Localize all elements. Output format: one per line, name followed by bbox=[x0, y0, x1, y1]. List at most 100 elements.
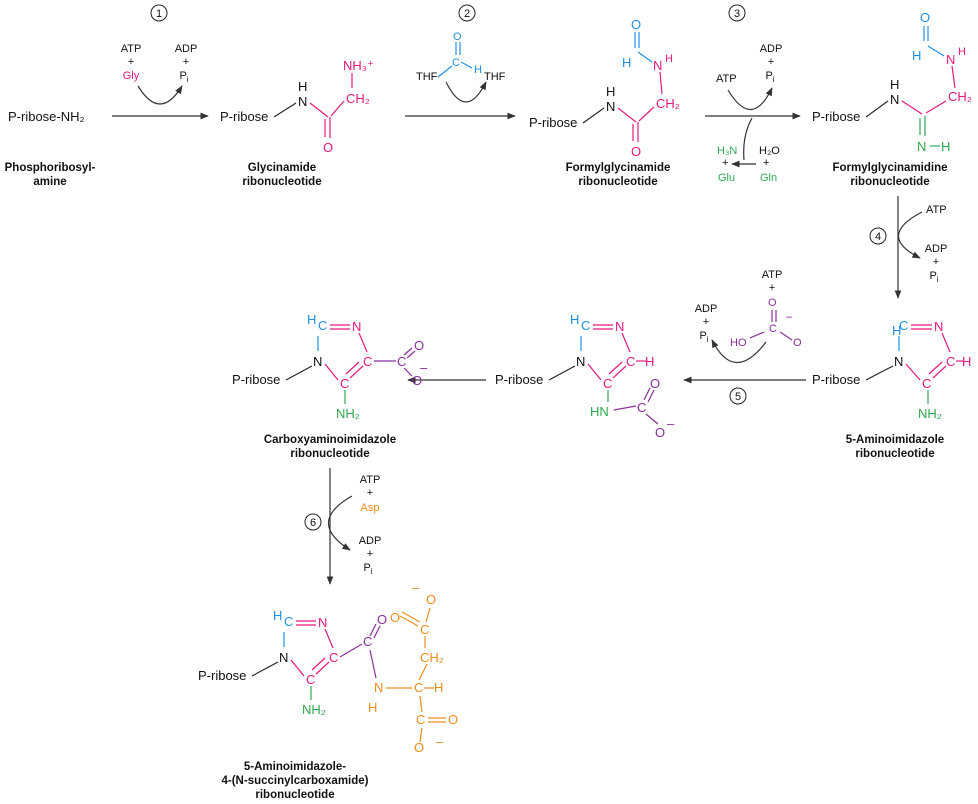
svg-text:C: C bbox=[581, 318, 590, 333]
svg-text:+: + bbox=[769, 282, 775, 294]
step-4-marker: 4 bbox=[869, 227, 887, 245]
svg-text:H: H bbox=[434, 680, 443, 695]
svg-text:C: C bbox=[318, 318, 327, 333]
reaction-4-arrow: ATP ADP + Pi bbox=[894, 196, 948, 299]
svg-text:C: C bbox=[416, 712, 425, 727]
formylglycinamide-ribonucleotide: P-ribose H N O CH₂ N H H O Formylglycina… bbox=[529, 17, 680, 188]
svg-text:H: H bbox=[912, 48, 921, 63]
svg-text:–: – bbox=[420, 360, 428, 375]
svg-text:NH₃⁺: NH₃⁺ bbox=[343, 58, 374, 73]
svg-text:H: H bbox=[962, 354, 971, 369]
svg-text:Glu: Glu bbox=[718, 172, 735, 184]
svg-text:C: C bbox=[637, 400, 646, 415]
carboxyaminoimidazole-ribonucleotide: P-ribose N H C N C C O O – C NH₂ Carboxy… bbox=[232, 312, 428, 460]
step-3-marker: 3 bbox=[728, 4, 746, 22]
name-line: ribonucleotide bbox=[855, 448, 934, 460]
svg-text:ATP: ATP bbox=[716, 73, 737, 85]
svg-text:O: O bbox=[414, 338, 424, 353]
svg-text:O: O bbox=[414, 740, 424, 755]
svg-text:P-ribose: P-ribose bbox=[198, 668, 246, 683]
svg-text:H: H bbox=[606, 84, 615, 99]
reaction-2-arrow: THF C O H THF bbox=[405, 31, 516, 120]
svg-text:C: C bbox=[306, 672, 315, 687]
svg-text:ATP: ATP bbox=[926, 204, 947, 216]
svg-text:C: C bbox=[284, 614, 293, 629]
svg-text:O: O bbox=[453, 31, 462, 43]
svg-text:–: – bbox=[436, 734, 444, 749]
svg-text:NH₂: NH₂ bbox=[918, 406, 942, 421]
svg-text:O: O bbox=[793, 337, 802, 349]
svg-text:O: O bbox=[920, 10, 930, 25]
svg-text:C: C bbox=[363, 634, 372, 649]
svg-text:CH₂: CH₂ bbox=[948, 89, 972, 104]
svg-text:C: C bbox=[420, 622, 429, 637]
step-5-marker: 5 bbox=[729, 387, 747, 405]
svg-text:P-ribose: P-ribose bbox=[812, 109, 860, 124]
svg-text:O: O bbox=[768, 297, 777, 309]
svg-text:C: C bbox=[397, 354, 406, 369]
svg-text:CH₂: CH₂ bbox=[346, 91, 370, 106]
svg-text:CH₂: CH₂ bbox=[656, 96, 680, 111]
svg-text:O: O bbox=[655, 425, 665, 440]
svg-text:H: H bbox=[892, 323, 901, 338]
svg-text:C: C bbox=[946, 354, 955, 369]
svg-text:H: H bbox=[298, 79, 307, 94]
svg-text:C: C bbox=[899, 318, 908, 333]
svg-text:O: O bbox=[426, 592, 436, 607]
svg-text:–: – bbox=[786, 311, 793, 323]
svg-text:+: + bbox=[703, 316, 709, 328]
svg-text:O: O bbox=[412, 373, 422, 388]
svg-text:Gly: Gly bbox=[123, 70, 140, 82]
svg-text:H: H bbox=[941, 139, 950, 154]
svg-text:–: – bbox=[412, 580, 420, 595]
svg-text:H: H bbox=[645, 354, 654, 369]
svg-text:Pi: Pi bbox=[179, 70, 188, 84]
svg-text:C: C bbox=[769, 323, 777, 335]
reaction-3-arrow: ATP ADP + Pi H₃N + Glu H₂O + Gln bbox=[705, 43, 801, 184]
svg-text:Pi: Pi bbox=[363, 562, 372, 576]
svg-text:6: 6 bbox=[310, 517, 316, 529]
svg-text:H₂O: H₂O bbox=[759, 145, 780, 157]
svg-text:H: H bbox=[958, 46, 966, 58]
svg-text:C: C bbox=[452, 57, 460, 69]
svg-text:H: H bbox=[307, 312, 316, 327]
name-line: Formylglycinamide bbox=[566, 162, 671, 174]
svg-text:O: O bbox=[631, 144, 641, 159]
svg-text:N: N bbox=[313, 354, 322, 369]
svg-text:O: O bbox=[448, 712, 458, 727]
svg-text:Asp: Asp bbox=[361, 502, 380, 514]
phosphoribosylamine: P-ribose-NH₂ Phosphoribosyl- amine bbox=[5, 109, 96, 188]
svg-text:NH₂: NH₂ bbox=[302, 702, 326, 717]
svg-text:+: + bbox=[763, 157, 769, 169]
svg-text:C: C bbox=[626, 354, 635, 369]
svg-text:N: N bbox=[606, 99, 615, 114]
svg-text:5: 5 bbox=[735, 391, 741, 403]
svg-text:ADP: ADP bbox=[175, 43, 198, 55]
svg-text:P-ribose: P-ribose bbox=[529, 115, 577, 130]
svg-text:Gln: Gln bbox=[760, 172, 777, 184]
svg-text:N: N bbox=[576, 354, 585, 369]
svg-text:N: N bbox=[946, 52, 955, 67]
svg-text:ADP: ADP bbox=[925, 243, 948, 255]
svg-text:N: N bbox=[374, 680, 383, 695]
svg-text:H: H bbox=[474, 64, 482, 76]
svg-text:Pi: Pi bbox=[765, 70, 774, 84]
svg-text:ADP: ADP bbox=[695, 303, 718, 315]
svg-text:P-ribose: P-ribose bbox=[220, 109, 268, 124]
svg-text:C: C bbox=[922, 376, 931, 391]
svg-text:H: H bbox=[665, 53, 673, 65]
svg-text:ATP: ATP bbox=[762, 269, 783, 281]
svg-text:+: + bbox=[367, 548, 373, 560]
name-line: Glycinamide bbox=[248, 162, 316, 174]
name-line: ribonucleotide bbox=[255, 789, 334, 801]
svg-text:N: N bbox=[298, 94, 307, 109]
svg-text:H: H bbox=[368, 700, 377, 715]
svg-text:N: N bbox=[653, 58, 662, 73]
svg-text:N: N bbox=[279, 650, 288, 665]
svg-text:THF: THF bbox=[416, 71, 438, 83]
svg-text:H: H bbox=[890, 77, 899, 92]
svg-text:3: 3 bbox=[734, 8, 740, 20]
svg-text:ADP: ADP bbox=[760, 43, 783, 55]
step-6-marker: 6 bbox=[304, 513, 322, 531]
